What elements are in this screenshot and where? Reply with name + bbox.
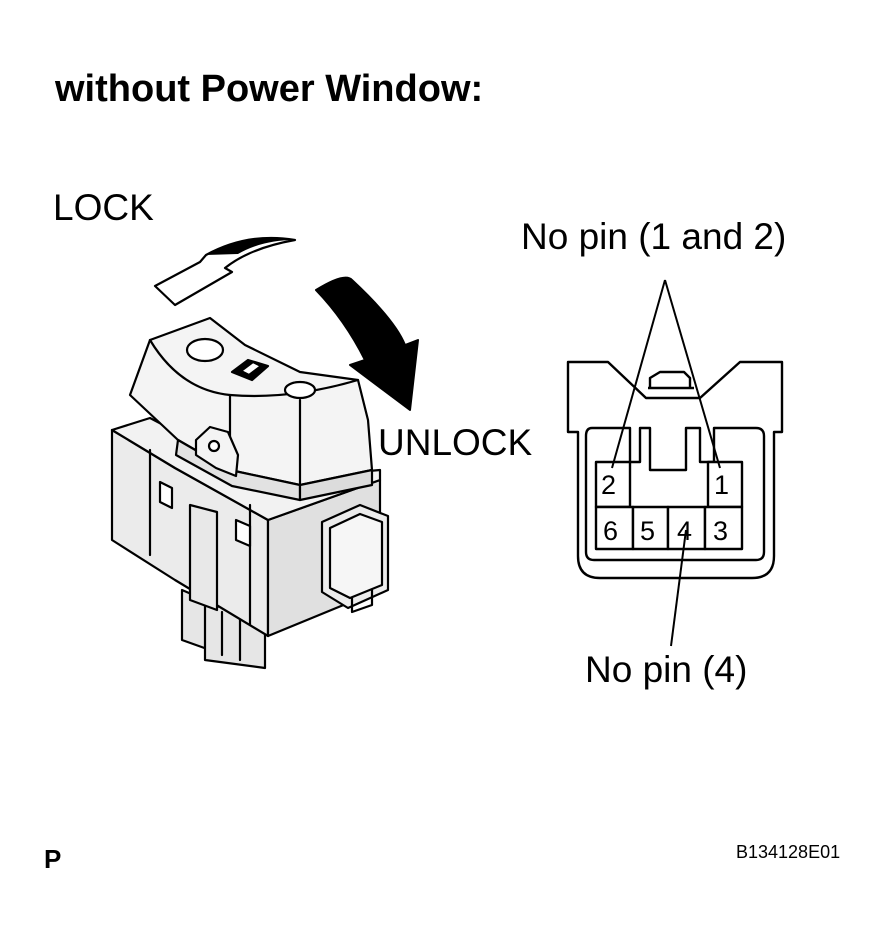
unlock-direction-arrow [315,276,419,411]
pin-label-5: 5 [640,516,655,546]
lock-label: LOCK [53,187,154,228]
pin-label-3: 3 [713,516,728,546]
pin-label-1: 1 [714,470,729,500]
connector-face [566,279,784,647]
diagram-title: without Power Window: [55,68,484,110]
door-lock-switch-illustration [110,316,390,670]
pin-label-6: 6 [603,516,618,546]
unlock-label: UNLOCK [378,422,533,463]
pin-label-4: 4 [677,516,692,546]
figure-id: B134128E01 [736,842,841,862]
lock-arrow-shading [206,237,295,255]
no-pin-4-callout: No pin (4) [585,649,748,690]
no-pin-1-2-callout: No pin (1 and 2) [521,216,787,257]
pin-label-2: 2 [601,470,616,500]
section-code: P [44,844,62,874]
